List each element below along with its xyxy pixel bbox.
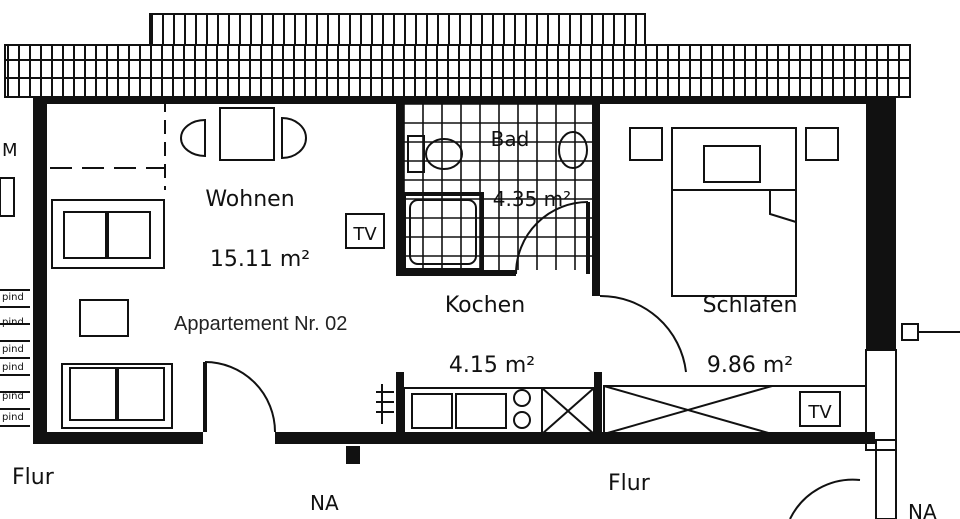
shower-tray xyxy=(402,192,484,272)
entry-door-arc xyxy=(204,361,276,433)
window-label-4: pind xyxy=(2,362,24,373)
left-partial-room xyxy=(0,177,30,427)
corridor-label-left: Flur xyxy=(12,465,55,490)
room-name-kochen: Kochen xyxy=(445,293,525,318)
tv-label-living: TV xyxy=(352,224,377,245)
na-label-2: NA xyxy=(908,500,937,519)
sink-basin xyxy=(411,393,453,429)
tv-stand-bedroom xyxy=(799,391,841,427)
fridge xyxy=(541,387,595,435)
wardrobe xyxy=(603,385,867,435)
na-label-1: NA xyxy=(310,491,339,515)
kitchen-counter xyxy=(376,384,595,435)
bathroom-fixtures xyxy=(402,131,590,275)
tv-label-bedroom: TV xyxy=(807,402,832,423)
coffee-table xyxy=(79,299,129,337)
window-label-2: pind xyxy=(2,317,24,328)
bedroom-furniture xyxy=(603,127,960,519)
bathroom-door-arc xyxy=(515,201,589,275)
room-name-bad: Bad xyxy=(491,127,530,151)
room-name-wohnen: Wohnen xyxy=(205,187,294,212)
apartment-title: Appartement Nr. 02 xyxy=(174,313,347,335)
tv-stand-living xyxy=(345,213,385,249)
armchair-block xyxy=(61,363,173,429)
sofa xyxy=(51,199,165,269)
bedroom-door-arc xyxy=(599,294,687,373)
window-label-3: pind xyxy=(2,344,24,355)
room-area-bad: 4.35 m² xyxy=(493,187,571,211)
window-label-5: pind xyxy=(2,391,24,402)
room-area-schlafen: 9.86 m² xyxy=(707,353,793,378)
dining-table xyxy=(219,107,275,161)
living-furniture xyxy=(50,98,687,433)
toilet-icon xyxy=(425,138,463,170)
room-area-kochen: 4.15 m² xyxy=(449,353,535,378)
corridor-label-right: Flur xyxy=(608,471,651,496)
bed xyxy=(671,127,797,297)
balcony-hatch xyxy=(4,13,911,98)
room-name-schlafen: Schlafen xyxy=(703,293,798,318)
m-label: M xyxy=(2,140,18,161)
room-area-wohnen: 15.11 m² xyxy=(210,247,310,272)
window-label-1: pind xyxy=(2,292,24,303)
sink-icon xyxy=(558,131,588,169)
window-label-6: pind xyxy=(2,412,24,423)
